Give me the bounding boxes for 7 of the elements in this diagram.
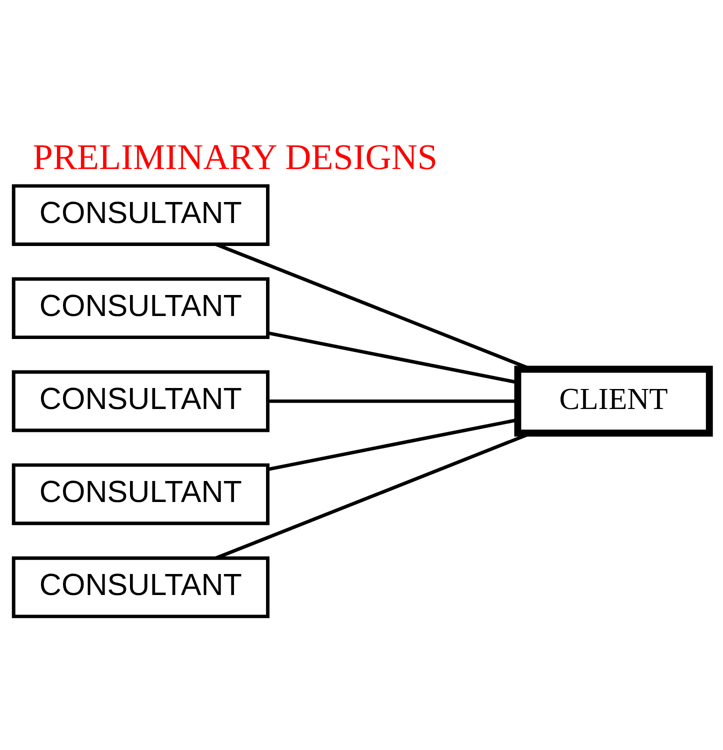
diagram-title: PRELIMINARY DESIGNS <box>32 136 438 176</box>
node-box: CONSULTANT <box>12 462 270 525</box>
node-box: CLIENT <box>514 365 713 436</box>
node-box: CONSULTANT <box>12 370 270 432</box>
node-box: CONSULTANT <box>12 556 270 618</box>
node-box: CONSULTANT <box>12 276 270 339</box>
node-box: CONSULTANT <box>12 184 270 246</box>
